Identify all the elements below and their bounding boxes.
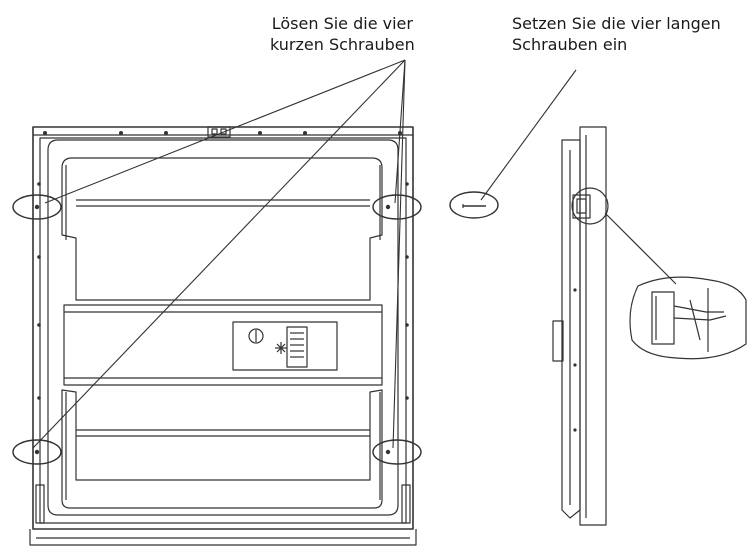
control-panel — [232, 321, 338, 371]
door-screw-holes — [34, 131, 409, 455]
long-screw-leader-line — [480, 69, 577, 201]
long-screw-marker — [449, 191, 499, 219]
short-screw-leader-lines — [32, 59, 406, 449]
short-screw-markers — [12, 194, 422, 465]
loosen-short-screws-line2: kurzen Schrauben — [270, 35, 415, 54]
loosen-short-screws-label: Lösen Sie die vier kurzen Schrauben — [270, 13, 415, 55]
detail-callout-line — [604, 212, 677, 285]
hinge-detail-zoom — [629, 276, 747, 360]
side-view-screw-holes — [573, 288, 577, 432]
loosen-short-screws-line1: Lösen Sie die vier — [271, 14, 413, 33]
insert-long-screws-line1: Setzen Sie die vier langen — [512, 14, 721, 33]
door-side-view — [552, 126, 609, 526]
insert-long-screws-line2: Schrauben ein — [512, 35, 628, 54]
door-front-view — [29, 126, 417, 546]
